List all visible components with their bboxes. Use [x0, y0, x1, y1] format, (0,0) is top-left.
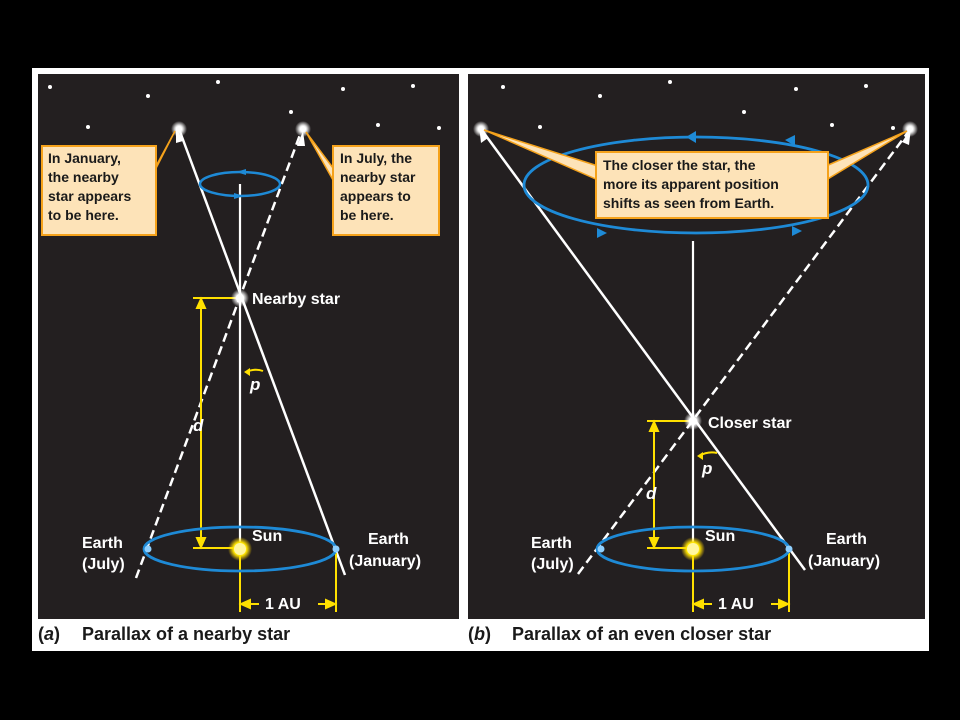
au-label-b: 1 AU — [718, 596, 754, 613]
callout-july-line-1: In July, the — [340, 150, 412, 166]
parallax-angle-marker — [244, 368, 264, 376]
d-label: d — [193, 416, 204, 435]
caption-a-text: Parallax of a nearby star — [82, 624, 290, 644]
callout-january-line-3: star appears — [48, 188, 131, 204]
earth-july-b — [597, 545, 605, 553]
panel-a: In January, the nearby star appears to b… — [38, 74, 459, 619]
au-bracket — [238, 553, 338, 612]
d-label-b: d — [646, 484, 657, 503]
earth-january-b-label-2: (January) — [808, 553, 880, 570]
callout-july-line-4: be here. — [340, 207, 394, 223]
caption-b: (b) — [468, 624, 491, 644]
callout-july-line-2: nearby star — [340, 169, 416, 185]
nearby-star-label: Nearby star — [252, 291, 340, 308]
earth-january-b — [785, 545, 793, 553]
earth-july-b-label-2: (July) — [531, 556, 574, 573]
callout-january: In January, the nearby star appears to b… — [41, 130, 176, 236]
callout-january-line-1: In January, — [48, 150, 121, 166]
earth-july — [144, 545, 152, 553]
p-label-b: p — [701, 459, 712, 478]
earth-january — [332, 545, 340, 553]
au-label: 1 AU — [265, 596, 301, 613]
callout-closer-line-3: shifts as seen from Earth. — [603, 195, 774, 211]
apparent-motion-ellipse — [198, 169, 282, 199]
callout-january-line-4: to be here. — [48, 207, 119, 223]
panel-b: The closer the star, the more its appare… — [468, 74, 925, 619]
earth-july-label-2: (July) — [82, 556, 125, 573]
earth-january-label-2: (January) — [349, 553, 421, 570]
p-label: p — [249, 375, 260, 394]
au-bracket-b — [691, 553, 791, 612]
background-stars — [48, 80, 441, 130]
sun-label: Sun — [252, 528, 282, 545]
earth-january-label-1: Earth — [368, 531, 409, 548]
callout-july: In July, the nearby star appears to be h… — [305, 131, 440, 236]
callout-closer-star: The closer the star, the more its appare… — [483, 129, 908, 219]
caption-a-letter: a — [44, 624, 54, 644]
earth-july-b-label-1: Earth — [531, 535, 572, 552]
earth-january-b-label-1: Earth — [826, 531, 867, 548]
callout-january-line-2: the nearby — [48, 169, 119, 185]
background-stars-b — [501, 80, 895, 130]
earth-july-label-1: Earth — [82, 535, 123, 552]
apparent-motion-ellipse-large — [522, 131, 870, 238]
caption-b-letter: b — [474, 624, 485, 644]
closer-star-label: Closer star — [708, 415, 792, 432]
parallax-angle-marker-b — [697, 451, 718, 460]
sun-label-b: Sun — [705, 528, 735, 545]
caption-a: (a) — [38, 624, 60, 644]
callout-july-line-3: appears to — [340, 188, 411, 204]
callout-closer-line-2: more its apparent position — [603, 176, 779, 192]
caption-b-text: Parallax of an even closer star — [512, 624, 771, 644]
callout-closer-line-1: The closer the star, the — [603, 157, 756, 173]
